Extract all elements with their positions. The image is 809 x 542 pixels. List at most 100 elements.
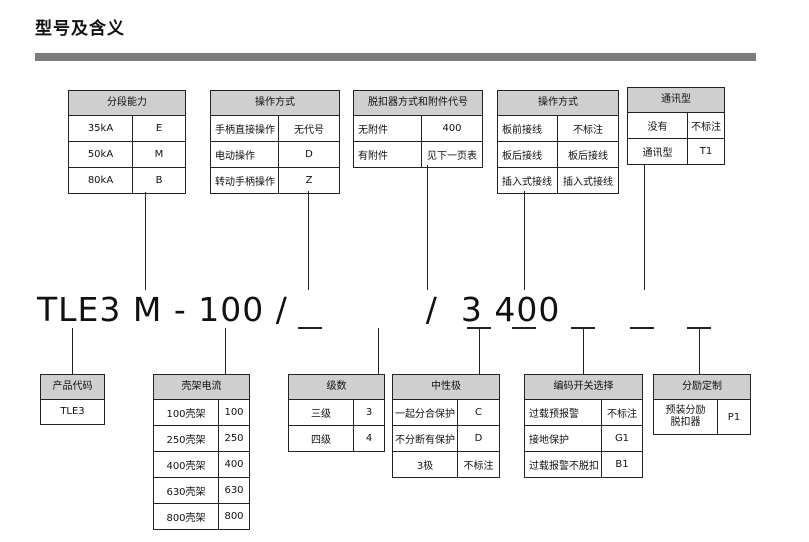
- table-cell: 过载预报警: [525, 400, 602, 425]
- table-cell: D: [474, 433, 483, 444]
- model-prefix: TLE3 M - 100 /: [37, 290, 288, 329]
- model-suffix: 3 400: [460, 290, 561, 329]
- table-cell: 没有: [628, 113, 688, 138]
- connector-line: [378, 328, 379, 374]
- wiring-mode-table: 操作方式 板前接线不标注 板后接线板后接线 插入式接线插入式接线: [497, 90, 619, 194]
- connector-line: [479, 328, 480, 374]
- connector-line: [225, 328, 226, 374]
- table-cell: 转动手柄操作: [211, 168, 279, 193]
- table-cell: B1: [615, 459, 629, 470]
- table-cell: 一起分合保护: [393, 400, 458, 425]
- table-cell: 见下一页表: [427, 151, 477, 162]
- table-row: 没有不标注: [628, 113, 724, 139]
- table-header: 产品代码: [41, 375, 104, 400]
- table-cell: 预装分励 脱扣器: [654, 400, 718, 434]
- product-code-table: 产品代码 TLE3: [40, 374, 105, 425]
- table-cell: 630: [224, 485, 244, 496]
- table-cell: 不标注: [607, 409, 637, 420]
- table-cell: 通讯型: [628, 139, 688, 164]
- table-row: 转动手柄操作 Z: [211, 168, 339, 193]
- table-cell: C: [475, 407, 482, 418]
- table-cell: 手柄直接操作: [211, 116, 279, 141]
- model-code: TLE3 M - 100 / / 3 400: [37, 290, 560, 329]
- connector-line: [427, 165, 428, 290]
- table-cell: T1: [699, 146, 713, 157]
- table-header: 脱扣器方式和附件代号: [354, 91, 482, 116]
- table-cell: D: [305, 149, 313, 160]
- table-header: 级数: [289, 375, 384, 400]
- table-cell: 插入式接线: [498, 168, 558, 193]
- table-cell: 3: [365, 407, 373, 418]
- table-cell: 50kA: [69, 142, 133, 167]
- table-header: 操作方式: [498, 91, 618, 116]
- trip-unit-accessory-table: 脱扣器方式和附件代号 无附件 400 有附件见下一页表: [353, 90, 483, 168]
- table-row: 预装分励 脱扣器 P1: [654, 400, 750, 434]
- table-header: 壳架电流: [154, 375, 249, 400]
- table-row: 一起分合保护 C: [393, 400, 499, 426]
- table-cell: 100壳架: [154, 400, 219, 425]
- table-cell: 板后接线: [568, 151, 608, 162]
- model-separator: /: [425, 290, 438, 329]
- connector-line: [644, 164, 645, 290]
- table-row: 不分断有保护 D: [393, 426, 499, 452]
- table-cell: B: [155, 175, 163, 186]
- table-cell: 400: [442, 123, 462, 134]
- table-header: 操作方式: [211, 91, 339, 116]
- table-row: 插入式接线插入式接线: [498, 168, 618, 193]
- table-header: 编码开关选择: [525, 375, 642, 400]
- connector-line: [308, 191, 309, 290]
- table-row: 80kA B: [69, 168, 185, 193]
- table-header: 分段能力: [69, 91, 185, 116]
- table-row: 通讯型 T1: [628, 139, 724, 164]
- connector-line: [699, 328, 700, 374]
- shunt-custom-table: 分励定制 预装分励 脱扣器 P1: [653, 374, 751, 435]
- blank-underline: [512, 327, 536, 329]
- connector-line: [72, 328, 73, 374]
- table-row: 过载预报警不标注: [525, 400, 642, 426]
- table-row: 3极不标注: [393, 452, 499, 477]
- table-cell: 电动操作: [211, 142, 279, 167]
- table-row: 100壳架 100: [154, 400, 249, 426]
- table-cell: Z: [305, 175, 313, 186]
- table-row: 有附件见下一页表: [354, 142, 482, 167]
- table-header: 中性极: [393, 375, 499, 400]
- table-cell: 无代号: [294, 125, 324, 136]
- table-cell: 不标注: [691, 122, 721, 133]
- table-cell: P1: [727, 411, 741, 423]
- table-row: 手柄直接操作 无代号: [211, 116, 339, 142]
- table-cell: 不分断有保护: [393, 426, 458, 451]
- blank-underline: [298, 327, 322, 329]
- connector-line: [524, 191, 525, 290]
- table-row: 板后接线板后接线: [498, 142, 618, 168]
- table-cell: 800: [224, 511, 244, 522]
- table-cell: 4: [365, 433, 373, 444]
- communication-type-table: 通讯型 没有不标注 通讯型 T1: [627, 87, 725, 165]
- neutral-pole-table: 中性极 一起分合保护 C 不分断有保护 D 3极不标注: [392, 374, 500, 478]
- table-cell: 250壳架: [154, 426, 219, 451]
- table-cell: 插入式接线: [563, 177, 613, 188]
- table-cell: 无附件: [354, 116, 422, 141]
- table-cell: 100: [224, 407, 244, 418]
- table-header: 分励定制: [654, 375, 750, 400]
- table-cell: TLE3: [60, 406, 85, 417]
- table-cell: 板后接线: [498, 142, 558, 167]
- table-cell: 250: [224, 433, 244, 444]
- table-cell: 80kA: [69, 168, 133, 193]
- table-cell: 400壳架: [154, 452, 219, 477]
- table-cell: 板前接线: [498, 116, 558, 141]
- table-row: 电动操作 D: [211, 142, 339, 168]
- connector-line: [145, 192, 146, 290]
- operation-mode-table: 操作方式 手柄直接操作 无代号 电动操作 D 转动手柄操作 Z: [210, 90, 340, 194]
